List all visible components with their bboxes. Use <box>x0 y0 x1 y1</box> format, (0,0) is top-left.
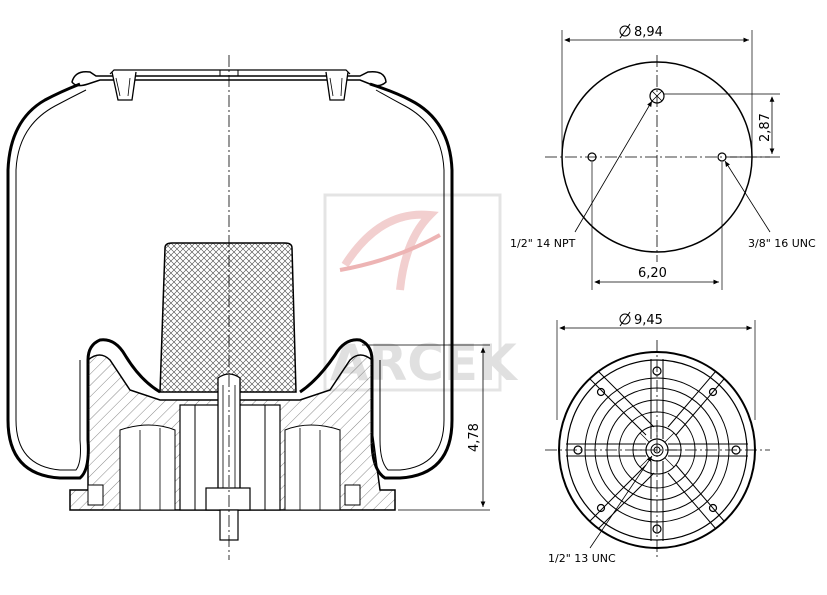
bellows-outer-right <box>299 82 454 480</box>
air-fitting-hole <box>649 88 665 104</box>
stud-hole-left <box>587 152 597 162</box>
bellows-outer <box>6 82 161 480</box>
bottom-thread-leader <box>589 455 653 549</box>
side-section-view <box>6 55 490 560</box>
height-dimension <box>362 344 490 511</box>
piston-outer-rim <box>558 351 756 549</box>
piston-section <box>69 354 396 541</box>
diameter-symbol-bottom <box>619 311 631 327</box>
watermark-logo-swoosh-accent <box>339 233 441 272</box>
height-dimension-label: 4,78 <box>467 423 482 452</box>
bottom-diameter-label: 9,45 <box>634 313 663 328</box>
top-view <box>545 30 780 290</box>
air-fitting-leader <box>574 100 653 233</box>
bumper <box>159 242 297 393</box>
stud-hole-right <box>717 152 727 162</box>
stud-callout: 3/8" 16 UNC <box>748 237 816 250</box>
air-fitting-callout: 1/2" 14 NPT <box>510 237 576 250</box>
watermark-logo-swoosh <box>341 210 439 291</box>
watermark-logo-frame <box>323 193 502 392</box>
bottom-view <box>545 320 770 560</box>
diameter-symbol-top <box>619 23 631 39</box>
mounting-holes <box>573 366 741 534</box>
stud-spacing-label: 6,20 <box>638 266 667 281</box>
hole-offset-label: 2,87 <box>758 113 773 142</box>
top-diameter-label: 8,94 <box>634 25 663 40</box>
bottom-thread-callout: 1/2" 13 UNC <box>548 552 616 565</box>
stud-leader <box>724 160 771 233</box>
